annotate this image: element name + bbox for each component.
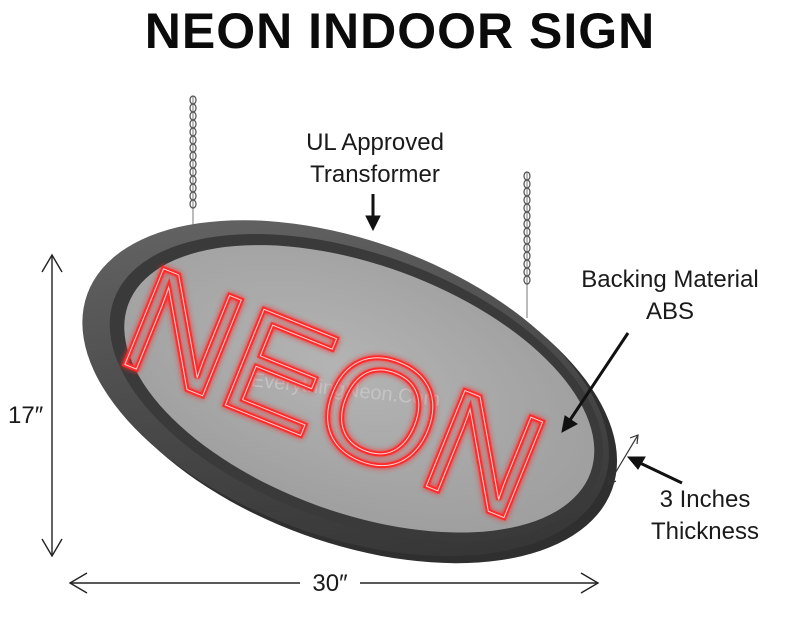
- backing-arrow: [561, 332, 630, 433]
- transformer-label-line2: Transformer: [310, 161, 440, 188]
- thickness-arrow: [626, 456, 683, 485]
- height-dimension-arrow: [41, 253, 63, 558]
- backing-label-line1: Backing Material: [581, 266, 759, 293]
- sign-face: [124, 245, 595, 533]
- right-chain: [523, 171, 531, 318]
- backing-label-line2: ABS: [645, 298, 695, 325]
- thickness-label-line1: 3 Inches: [659, 486, 751, 513]
- backing-material-label: Backing Material ABS: [565, 264, 775, 328]
- thickness-label: 3 Inches Thickness: [630, 484, 780, 548]
- transformer-label: UL Approved Transformer: [290, 127, 460, 191]
- transformer-label-line1: UL Approved: [306, 129, 444, 156]
- transformer-arrow: [365, 194, 381, 232]
- page-title: NEON INDOOR SIGN: [144, 3, 656, 59]
- width-label: 30″: [300, 568, 360, 600]
- hanging-chains: [189, 95, 531, 318]
- sign-body: [82, 220, 618, 564]
- height-label: 17″: [8, 402, 44, 429]
- left-chain: [189, 95, 197, 240]
- thickness-dimension-icon: [607, 434, 639, 487]
- thickness-label-line2: Thickness: [650, 518, 760, 545]
